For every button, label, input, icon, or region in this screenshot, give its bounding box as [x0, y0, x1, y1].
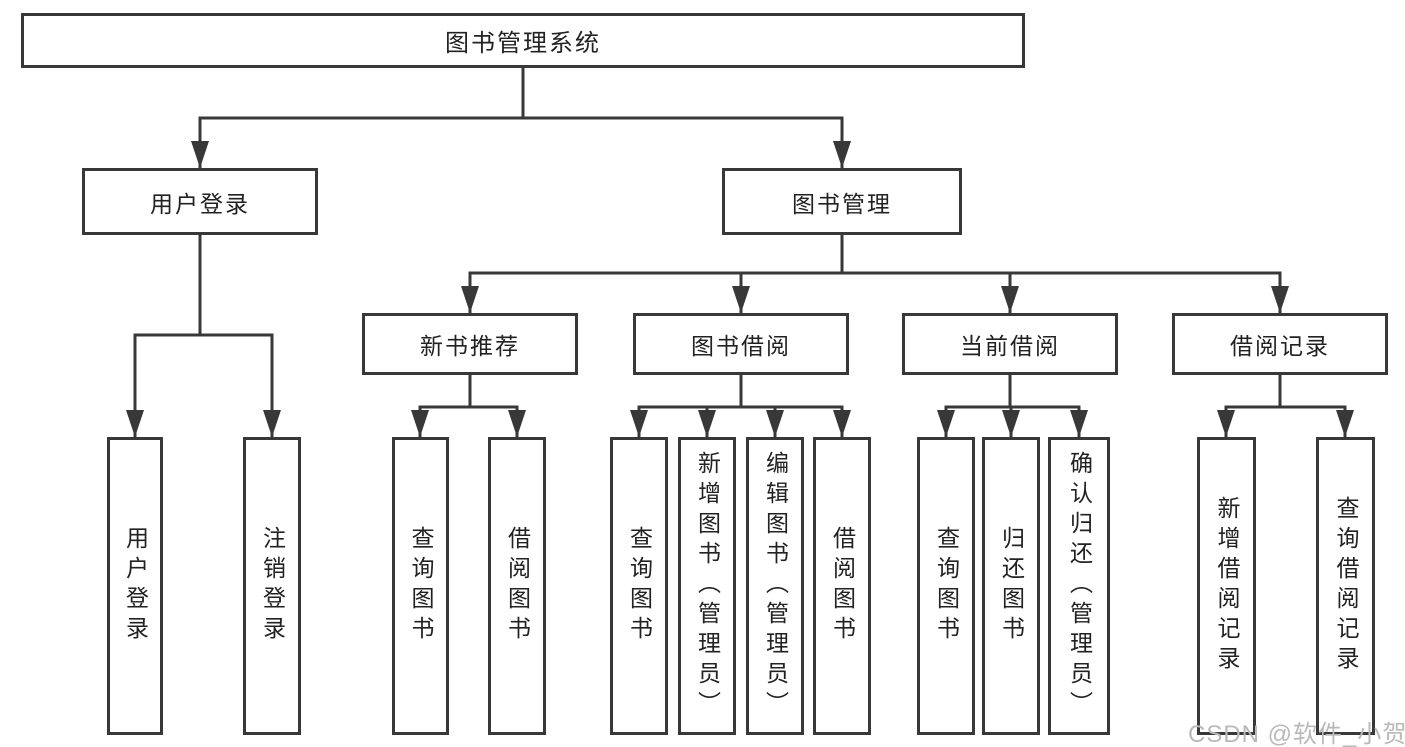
node-current-borrow: 当前借阅: [902, 313, 1118, 375]
node-label: 查询借阅记录: [1333, 496, 1359, 676]
node-book-management: 图书管理: [722, 168, 962, 235]
leaf-query-books-borrow: 查询图书: [610, 437, 668, 735]
node-label: 图书管理: [792, 190, 892, 217]
arrow-icon: [1217, 410, 1235, 437]
arrow-icon: [732, 286, 750, 313]
arrow-icon: [1271, 286, 1289, 313]
arrow-icon: [1336, 410, 1354, 437]
node-label: 查询图书: [408, 526, 434, 646]
node-label: 查询图书: [933, 526, 960, 646]
node-label: 图书管理系统: [445, 30, 601, 57]
node-new-book-recommend: 新书推荐: [362, 313, 578, 375]
arrow-icon: [461, 286, 479, 313]
arrow-icon: [833, 141, 851, 168]
node-label: 确认归还（管理员）: [1066, 451, 1093, 721]
node-label: 新书推荐: [420, 333, 520, 359]
connector-borrow-branch: [637, 405, 844, 437]
node-label: 借阅图书: [829, 526, 856, 646]
connector-records-branch: [1224, 405, 1347, 437]
leaf-query-books-current: 查询图书: [917, 437, 975, 735]
arrow-icon: [698, 410, 716, 437]
node-label: 查询图书: [626, 526, 653, 646]
leaf-query-borrow-record: 查询借阅记录: [1316, 437, 1375, 735]
connector-level2-branch: [468, 271, 1282, 313]
node-label: 当前借阅: [960, 333, 1060, 359]
arrow-icon: [263, 410, 281, 437]
arrow-icon: [630, 410, 648, 437]
arrow-icon: [833, 410, 851, 437]
arrow-icon: [1001, 286, 1019, 313]
leaf-add-borrow-record: 新增借阅记录: [1197, 437, 1256, 735]
leaf-add-book-admin: 新增图书（管理员）: [678, 437, 736, 735]
arrowheads: [126, 141, 1354, 437]
arrow-icon: [1070, 410, 1088, 437]
leaf-query-books-recommend: 查询图书: [392, 437, 449, 735]
node-label: 用户登录: [150, 190, 250, 217]
node-label: 注销登录: [259, 526, 286, 646]
node-label: 借阅图书: [504, 526, 531, 646]
arrow-icon: [766, 410, 784, 437]
node-label: 新增图书（管理员）: [694, 451, 721, 721]
leaf-logout: 注销登录: [243, 437, 301, 735]
connector-level1-branch: [198, 116, 844, 168]
node-label: 新增借阅记录: [1214, 496, 1240, 676]
arrow-icon: [411, 410, 429, 437]
node-borrow-records: 借阅记录: [1172, 313, 1388, 375]
node-book-borrow: 图书借阅: [633, 313, 849, 375]
node-library-management-system: 图书管理系统: [21, 13, 1025, 68]
leaf-return-book: 归还图书: [982, 437, 1040, 735]
node-label: 归还图书: [998, 526, 1025, 646]
connector-user-login-branch: [133, 333, 274, 437]
arrow-icon: [508, 410, 526, 437]
leaf-edit-book-admin: 编辑图书（管理员）: [746, 437, 804, 735]
node-label: 编辑图书（管理员）: [762, 451, 789, 721]
arrow-icon: [126, 410, 144, 437]
node-label: 图书借阅: [691, 333, 791, 359]
arrow-icon: [1002, 410, 1020, 437]
node-label: 用户登录: [122, 526, 149, 646]
leaf-borrow-books: 借阅图书: [813, 437, 871, 735]
arrow-icon: [937, 410, 955, 437]
connector-recommend-branch: [418, 405, 519, 437]
leaf-user-login: 用户登录: [107, 437, 163, 735]
node-label: 借阅记录: [1230, 333, 1330, 359]
leaf-borrow-books-recommend: 借阅图书: [488, 437, 546, 735]
node-user-login: 用户登录: [82, 168, 318, 235]
arrow-icon: [191, 141, 209, 168]
leaf-confirm-return-admin: 确认归还（管理员）: [1048, 437, 1110, 735]
